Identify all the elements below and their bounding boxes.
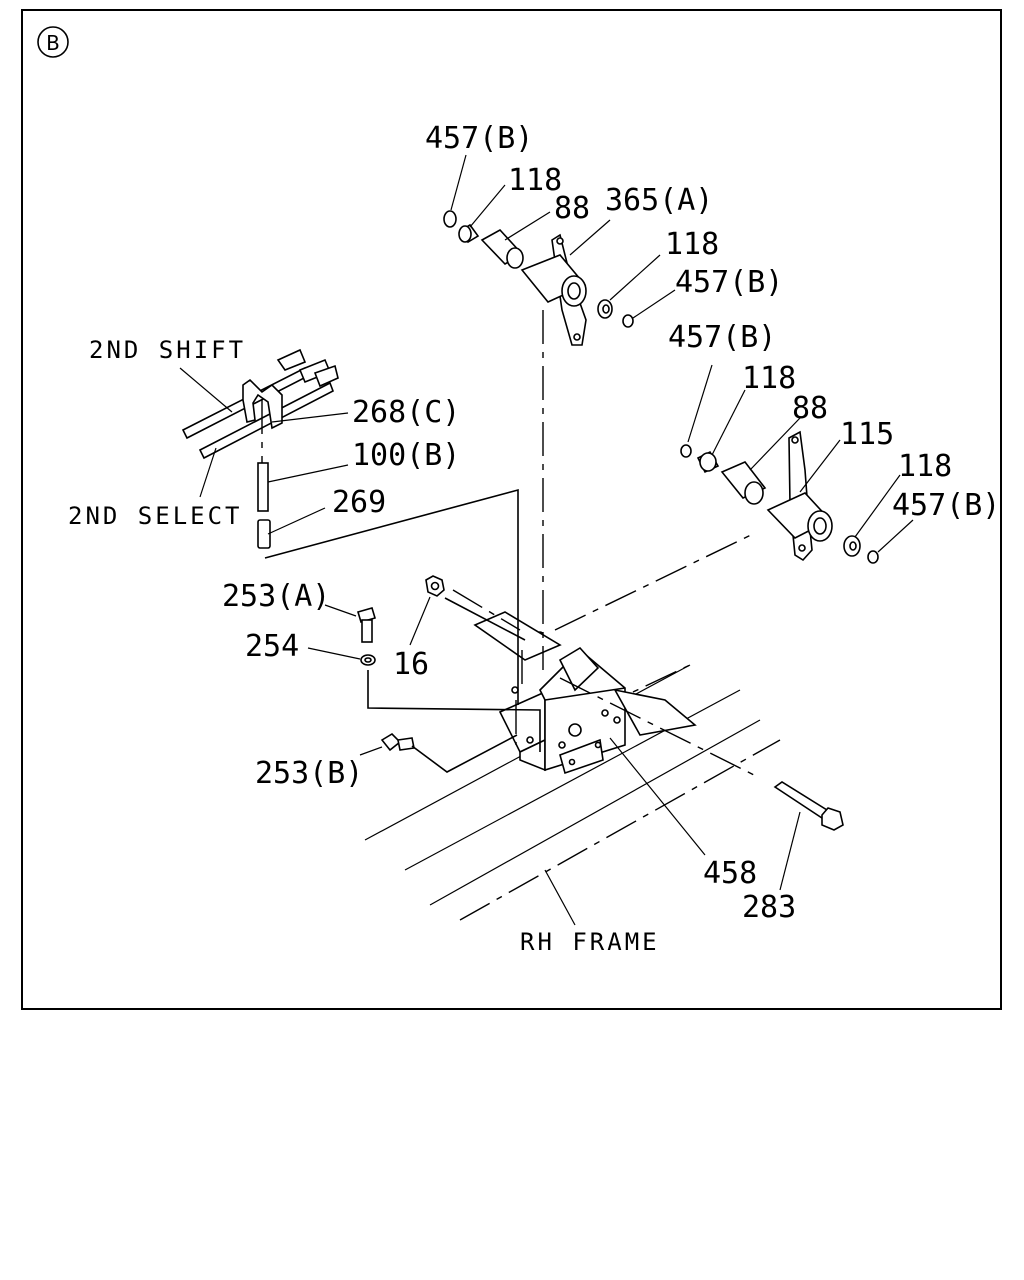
shift-yoke <box>242 378 283 430</box>
bolt-253a <box>357 607 376 643</box>
snap-ring-457b-right <box>680 444 692 458</box>
bushing-88-right <box>720 461 767 505</box>
label-115: 115 <box>840 417 894 452</box>
lever-365a <box>520 233 587 346</box>
view-badge: B <box>37 26 69 58</box>
label-254: 254 <box>245 629 299 664</box>
label-365a: 365(A) <box>605 183 713 218</box>
shift-rod-assembly <box>181 348 519 705</box>
callout-labels: 457(B) 118 88 365(A) 118 457(B) 2ND SHIF… <box>68 121 1000 956</box>
bushing-118-top <box>458 223 480 244</box>
bushing-118-far <box>843 535 861 557</box>
detent-269 <box>257 519 271 549</box>
label-rh-frame: RH FRAME <box>520 928 660 956</box>
lever-115 <box>766 430 833 562</box>
label-118-right: 118 <box>742 361 796 396</box>
label-16: 16 <box>393 647 429 682</box>
diagram-border <box>21 9 1002 1010</box>
label-2nd-select: 2ND SELECT <box>68 502 243 530</box>
label-457b-far: 457(B) <box>892 488 1000 523</box>
leader-lines <box>179 154 914 926</box>
nut-16 <box>425 575 445 597</box>
label-118-top: 118 <box>508 163 562 198</box>
label-269: 269 <box>332 485 386 520</box>
label-253a: 253(A) <box>222 579 330 614</box>
label-457b-right: 457(B) <box>668 320 776 355</box>
label-458: 458 <box>703 856 757 891</box>
bracket-458 <box>473 611 697 775</box>
label-253b: 253(B) <box>255 756 363 791</box>
bolt-283 <box>773 781 844 831</box>
label-118-mid: 118 <box>665 227 719 262</box>
label-2nd-shift: 2ND SHIFT <box>89 336 246 364</box>
snap-ring-457b-far <box>867 550 879 564</box>
snap-ring-457b-mid <box>622 314 634 328</box>
spring-100b <box>257 462 269 512</box>
label-118-far: 118 <box>898 449 952 484</box>
view-badge-letter: B <box>46 31 60 55</box>
label-457b-top: 457(B) <box>425 121 533 156</box>
centerlines <box>452 532 761 779</box>
label-100b: 100(B) <box>352 438 460 473</box>
label-268c: 268(C) <box>352 395 460 430</box>
label-457b-mid: 457(B) <box>675 265 783 300</box>
bolt-253b <box>380 732 415 752</box>
snap-ring-457b-top <box>443 210 457 228</box>
bushing-118-right <box>696 450 720 474</box>
label-88-top: 88 <box>554 191 590 226</box>
right-lever-assembly <box>680 430 879 564</box>
bushing-88-top <box>480 228 524 269</box>
bushing-118-mid <box>597 299 613 319</box>
washer-254 <box>360 654 376 666</box>
upper-lever-assembly <box>443 210 634 670</box>
label-283: 283 <box>742 890 796 925</box>
label-88-right: 88 <box>792 391 828 426</box>
